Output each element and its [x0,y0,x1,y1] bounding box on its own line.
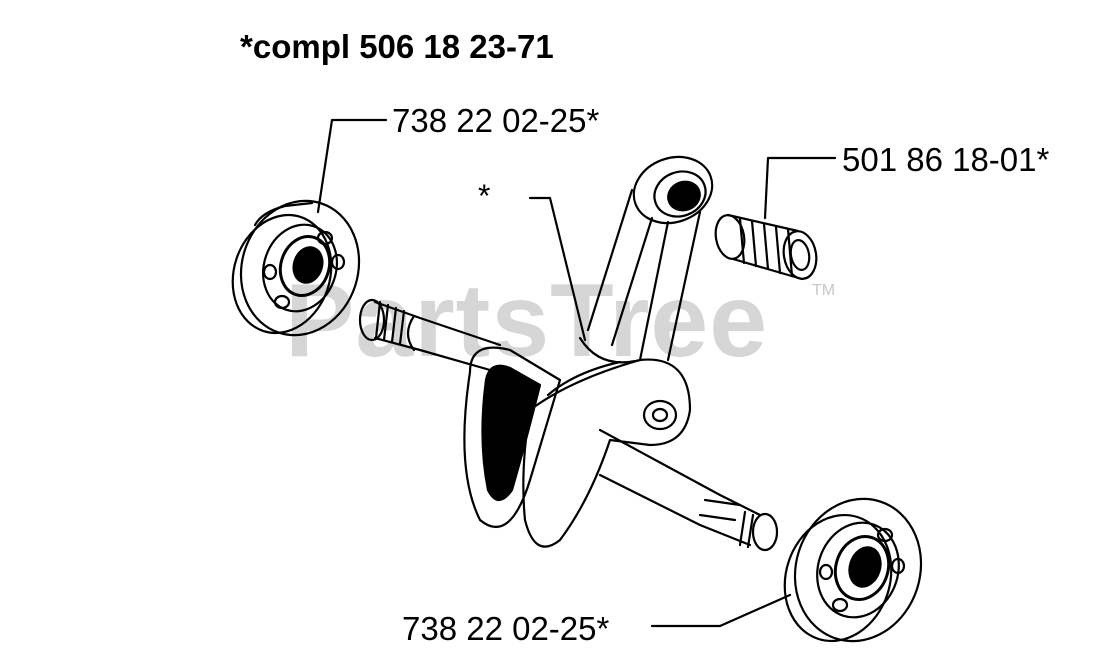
leader-line-crankshaft [528,196,587,342]
needle-bearing [714,213,818,281]
watermark-trademark: TM [812,282,836,299]
label-crankshaft: * [478,178,491,214]
label-needle-bearing: 501 86 18-01* [842,141,1050,178]
leader-line-top-bearing [316,118,388,214]
right-shaft [598,428,779,552]
leader-line-needle-bearing [763,156,837,220]
assembly-title: *compl 506 18 23-71 [240,28,554,65]
left-shaft [358,298,502,372]
crank-webs [463,346,692,548]
label-top-bearing: 738 22 02-25* [392,102,600,139]
bottom-ball-bearing [783,497,923,643]
leader-line-bottom-bearing [650,593,792,628]
connecting-rod [578,155,714,364]
label-bottom-bearing: 738 22 02-25* [402,610,610,647]
top-ball-bearing [231,199,361,337]
